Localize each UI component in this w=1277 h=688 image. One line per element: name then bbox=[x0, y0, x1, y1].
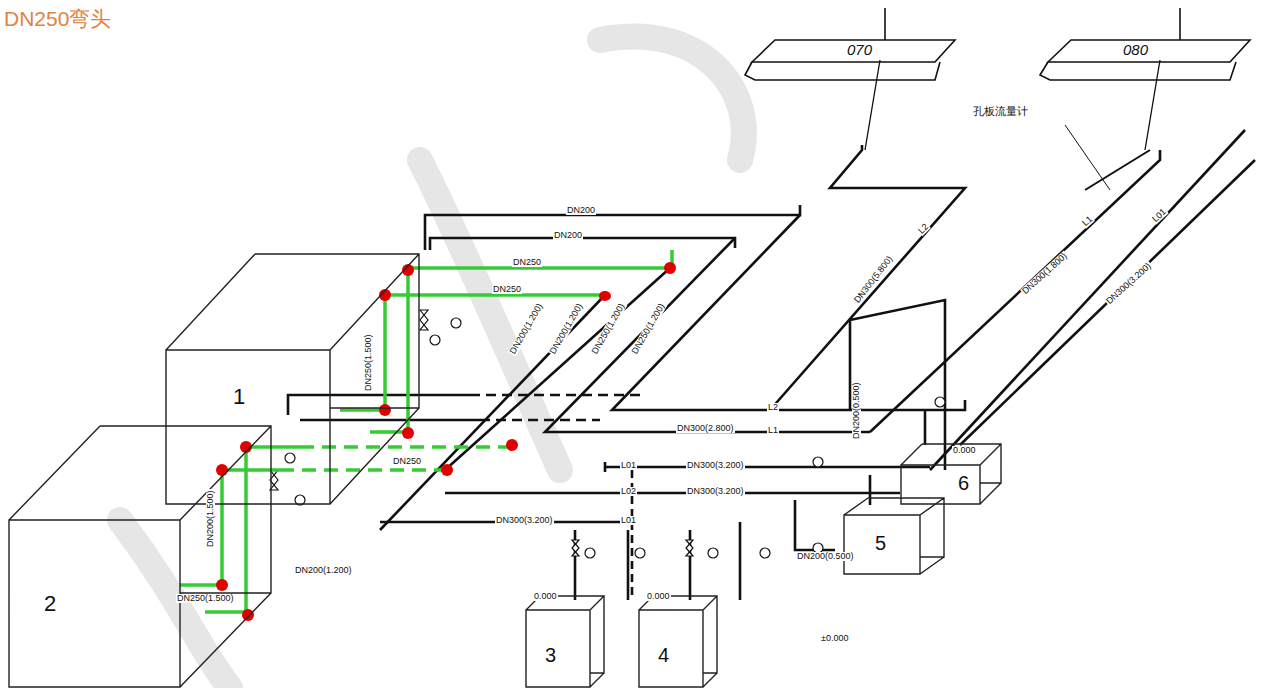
pipe-label: DN200 bbox=[553, 231, 583, 240]
tank-outline bbox=[165, 253, 420, 505]
pipe-label: DN300(3.200) bbox=[686, 487, 745, 496]
tank-outline bbox=[638, 595, 718, 688]
pipe-label: 孔板流量计 bbox=[972, 106, 1029, 118]
tank-box: 6 bbox=[900, 443, 1002, 505]
pipe-label: DN250(1.200) bbox=[630, 301, 667, 356]
pipe-label: L1 bbox=[1080, 214, 1095, 229]
pipe-label: DN250(1.200) bbox=[590, 301, 627, 356]
tank-number: 4 bbox=[658, 645, 669, 665]
pipe-label: DN200(1.200) bbox=[294, 566, 353, 575]
tank-number: 6 bbox=[958, 473, 969, 493]
elbow-points bbox=[216, 262, 676, 621]
pipe-label: L02 bbox=[620, 487, 637, 496]
tank-outline bbox=[900, 443, 1002, 505]
tank-outline bbox=[525, 595, 605, 688]
pipe-label: DN300(3.200) bbox=[1104, 261, 1154, 307]
pipe-label: L01 bbox=[620, 461, 637, 470]
pipe-label: DN200(0.500) bbox=[852, 381, 861, 440]
pipe-label: DN200(1.200) bbox=[508, 301, 545, 356]
pipe-label: DN300(3.200) bbox=[686, 461, 745, 470]
tank-number: 2 bbox=[44, 593, 56, 615]
pipe-label: ±0.000 bbox=[820, 634, 849, 643]
tank-box: 1 bbox=[165, 253, 420, 505]
pipes bbox=[288, 60, 1255, 600]
heading: DN250弯头 bbox=[4, 8, 111, 29]
tank-number: 5 bbox=[875, 533, 886, 553]
pipe-label: DN300(2.800) bbox=[676, 424, 735, 433]
pipe-label: L1 bbox=[767, 426, 779, 435]
pipe-label: 0.000 bbox=[533, 592, 558, 601]
pipe-label: DN200(1.500) bbox=[206, 489, 215, 548]
tank-box: 2 bbox=[8, 425, 272, 688]
tank-box: 4 bbox=[638, 595, 718, 688]
pipe-label: DN250 bbox=[492, 285, 522, 294]
pipe-label: L2 bbox=[916, 222, 931, 237]
tank-outline bbox=[8, 425, 272, 688]
pipe-label: DN200 bbox=[566, 206, 596, 215]
highlight-routes bbox=[180, 250, 672, 612]
pipe-label: DN250 bbox=[392, 457, 422, 466]
tank-box: 5 bbox=[843, 497, 945, 575]
pipe-label: DN250(1.500) bbox=[176, 594, 235, 603]
pipe-label: 0.000 bbox=[646, 592, 671, 601]
pipe-label: 070 bbox=[846, 42, 873, 58]
pipe-label: DN250 bbox=[512, 258, 542, 267]
watermark-strokes bbox=[120, 37, 744, 688]
tank-number: 3 bbox=[545, 645, 556, 665]
pipe-label: L01 bbox=[620, 516, 637, 525]
pipe-label: 080 bbox=[1122, 42, 1149, 58]
pipe-label: DN300(1.800) bbox=[1020, 251, 1070, 297]
pipe-label: DN200(0.500) bbox=[796, 552, 855, 561]
pipe-label: L2 bbox=[767, 403, 779, 412]
equipment-vessels bbox=[745, 8, 1250, 80]
pipe-label: DN300(3.200) bbox=[495, 516, 554, 525]
tank-box: 3 bbox=[525, 595, 605, 688]
pipe-label: 0.000 bbox=[952, 446, 977, 455]
tank-number: 1 bbox=[233, 386, 245, 408]
tank-outline bbox=[843, 497, 945, 575]
pipe-label: DN250(1.500) bbox=[364, 333, 373, 392]
pipe-label: DN300(5.800) bbox=[852, 254, 895, 306]
